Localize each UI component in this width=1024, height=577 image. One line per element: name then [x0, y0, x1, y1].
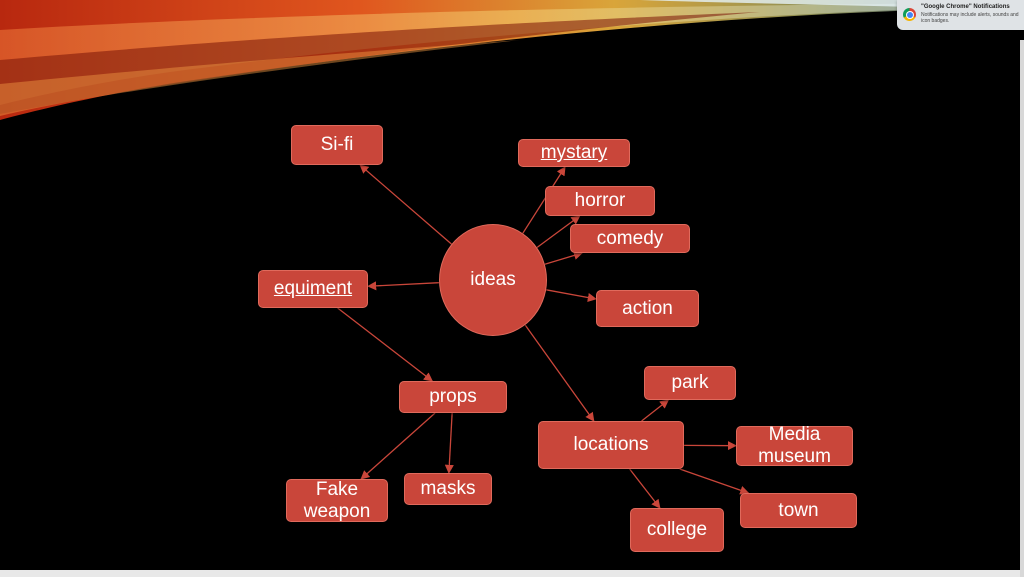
chrome-notification[interactable]: "Google Chrome" Notifications Notificati…	[897, 0, 1024, 30]
connector-ideas-action	[546, 289, 597, 302]
node-masks: masks	[404, 473, 492, 505]
right-edge-bar	[1020, 40, 1024, 577]
connector-ideas-horror	[536, 215, 581, 249]
node-mystary-label: mystary	[540, 142, 608, 164]
chrome-icon	[903, 8, 916, 21]
notification-title: "Google Chrome" Notifications	[921, 4, 1010, 10]
connector-locations-town	[679, 468, 750, 495]
node-town: town	[740, 493, 857, 528]
connector-equiment-props	[337, 307, 433, 382]
node-college: college	[630, 508, 724, 552]
connector-ideas-scifi	[359, 164, 452, 245]
node-action: action	[596, 290, 699, 327]
connector-ideas-mystary	[522, 166, 566, 234]
node-fake-weapon: Fake weapon	[286, 479, 388, 522]
connector-locations-park	[641, 399, 670, 422]
node-ideas: ideas	[439, 224, 547, 336]
bottom-bar	[0, 570, 1024, 577]
node-media-museum: Media museum	[736, 424, 853, 467]
node-park: park	[644, 366, 736, 400]
node-equiment: equiment	[258, 270, 368, 308]
node-horror: horror	[545, 186, 655, 216]
node-locations: locations	[538, 421, 684, 469]
connector-ideas-equiment	[367, 281, 440, 291]
connector-ideas-comedy	[544, 251, 584, 265]
connector-props-fake_weapon	[360, 412, 436, 480]
node-mystary: mystary	[518, 139, 630, 167]
connector-props-masks	[444, 412, 454, 474]
node-scifi: Si-fi	[291, 125, 383, 165]
notification-body: Notifications may include alerts, sounds…	[921, 12, 1019, 24]
connector-ideas-locations	[524, 324, 595, 422]
node-equiment-label: equiment	[273, 278, 353, 300]
node-comedy: comedy	[570, 224, 690, 253]
connector-locations-college	[629, 468, 661, 509]
node-props: props	[399, 381, 507, 413]
